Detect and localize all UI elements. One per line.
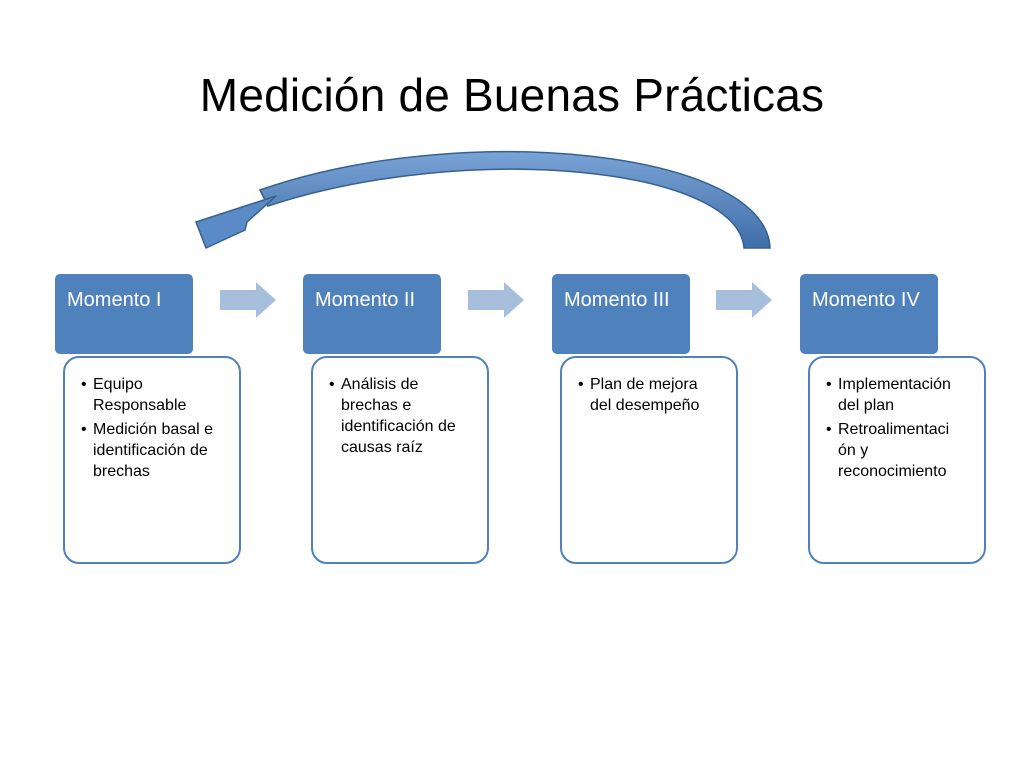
stage-card: •Equipo Responsable •Medición basal e id… xyxy=(63,356,241,564)
list-item: •Análisis de brechas e identificación de… xyxy=(329,376,456,456)
stage-card: •Análisis de brechas e identificación de… xyxy=(311,356,489,564)
bullet-list: •Implementación del plan •Retroalimentac… xyxy=(826,374,970,482)
stage-header: Momento III xyxy=(552,274,690,354)
stage-momento-3: •Plan de mejora del desempeño Momento II… xyxy=(552,274,752,570)
list-item: •Plan de mejora del desempeño xyxy=(578,376,700,414)
bullet-icon: • xyxy=(826,376,832,393)
list-item: •Implementación del plan xyxy=(826,376,951,414)
bullet-icon: • xyxy=(578,376,584,393)
arrow-right-icon xyxy=(468,282,524,318)
list-item: •Medición basal e identificación de brec… xyxy=(81,421,214,480)
bullet-list: •Plan de mejora del desempeño xyxy=(578,374,722,416)
bullet-list: •Equipo Responsable •Medición basal e id… xyxy=(81,374,225,482)
slide-title: Medición de Buenas Prácticas xyxy=(199,69,825,121)
bullet-icon: • xyxy=(826,421,832,438)
bullet-icon: • xyxy=(329,376,335,393)
arrow-right-icon xyxy=(716,282,772,318)
bullet-list: •Análisis de brechas e identificación de… xyxy=(329,374,473,458)
list-item: •Equipo Responsable xyxy=(81,376,187,414)
stage-card: •Implementación del plan •Retroalimentac… xyxy=(808,356,986,564)
stage-momento-2: •Análisis de brechas e identificación de… xyxy=(303,274,503,570)
list-item: •Retroalimentaci ón y reconocimiento xyxy=(826,421,950,480)
arrow-right-icon xyxy=(220,282,276,318)
stage-momento-4: •Implementación del plan •Retroalimentac… xyxy=(800,274,1000,570)
bullet-icon: • xyxy=(81,376,87,393)
stage-header: Momento II xyxy=(303,274,441,354)
stage-header: Momento I xyxy=(55,274,193,354)
stage-momento-1: •Equipo Responsable •Medición basal e id… xyxy=(55,274,255,570)
bullet-icon: • xyxy=(81,421,87,438)
stage-card: •Plan de mejora del desempeño xyxy=(560,356,738,564)
stage-header: Momento IV xyxy=(800,274,938,354)
